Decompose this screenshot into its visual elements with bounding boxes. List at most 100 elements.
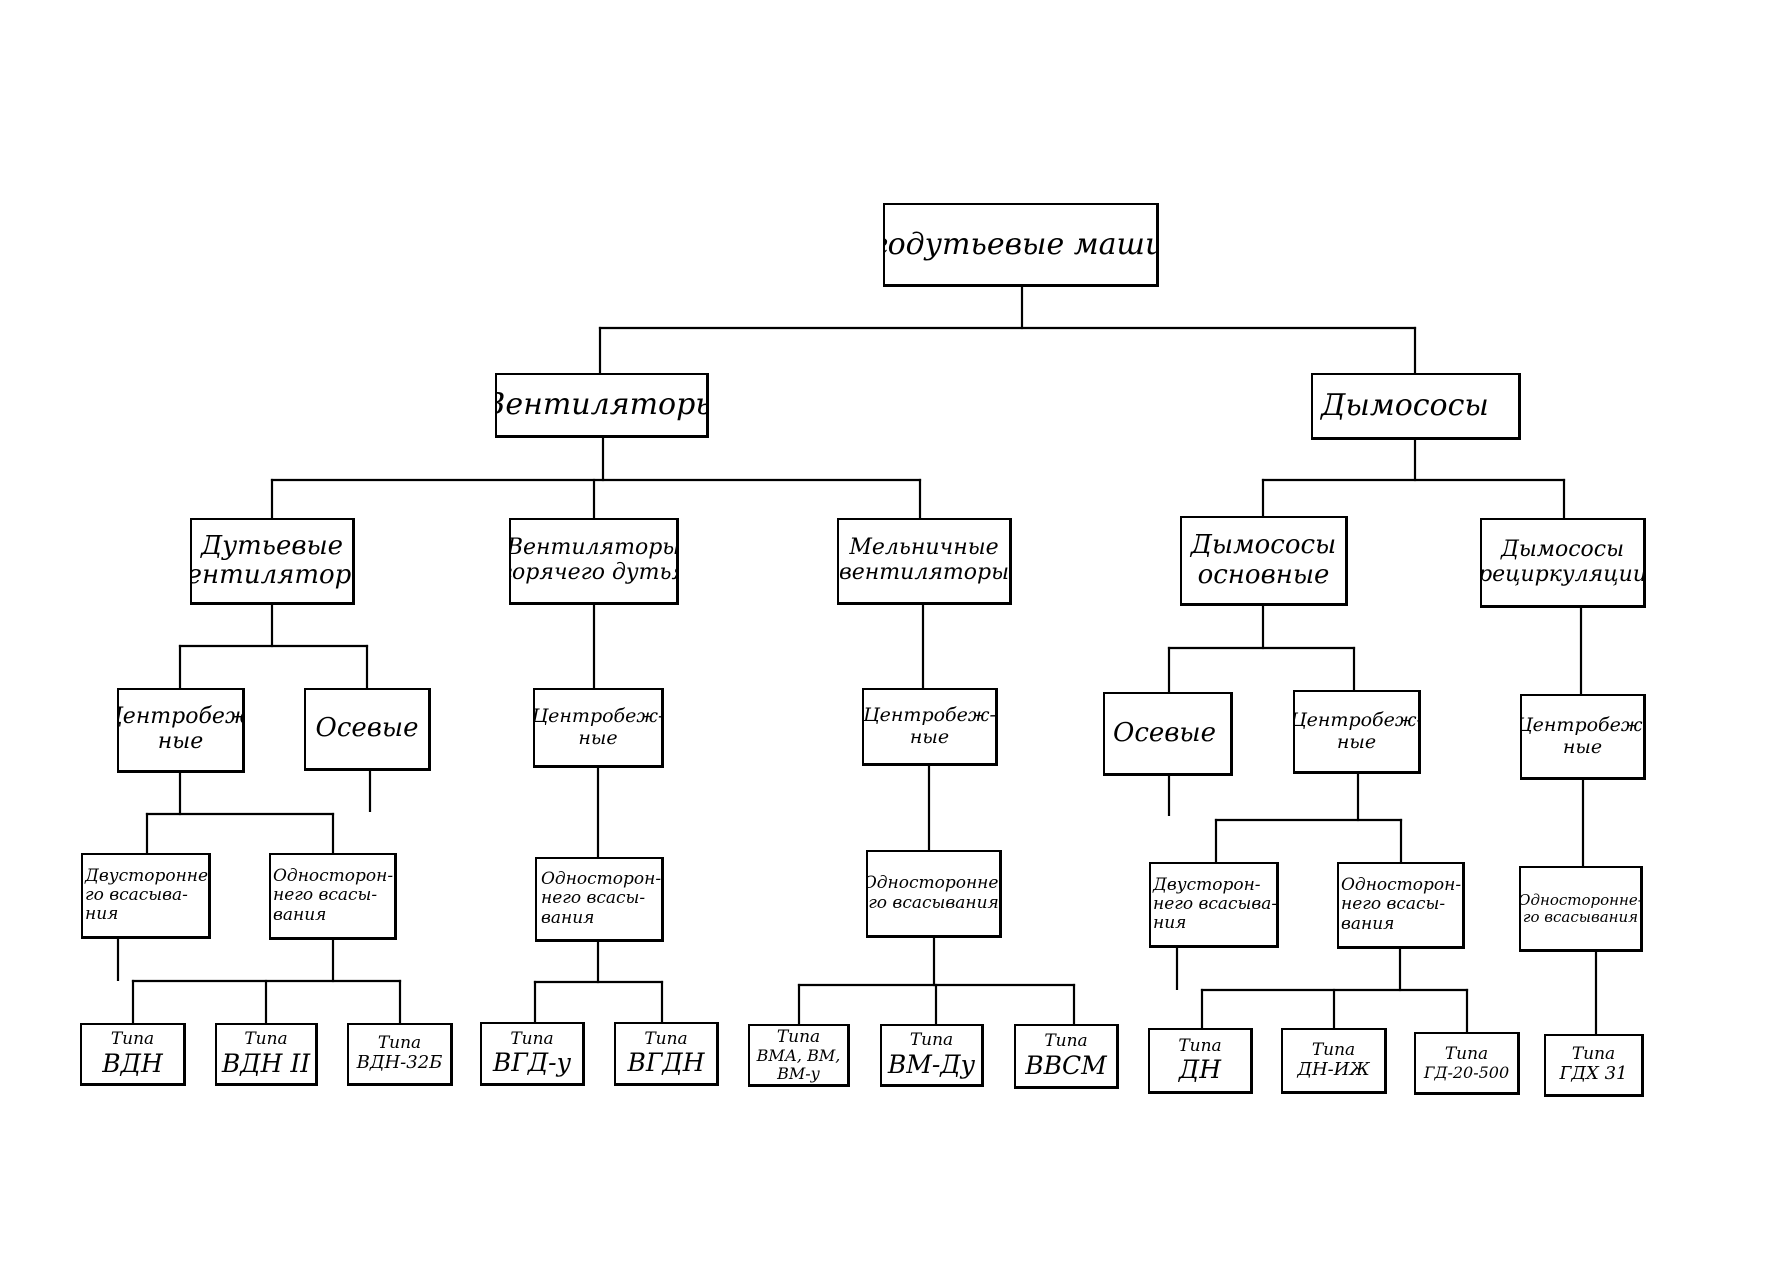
- node-mill-fans-line-2: вентиляторы: [838, 560, 1010, 585]
- node-main-double-line-2: него всасыва-: [1153, 893, 1278, 914]
- node-main-centrifugal: Центробеж- ные: [1293, 690, 1421, 774]
- node-recirc-exhausters-line-1: Дымососы: [1500, 536, 1625, 562]
- node-type-vdn32b-line-2: ВДН-32Б: [356, 1052, 443, 1074]
- node-type-vdn: Типа ВДН: [80, 1023, 186, 1086]
- node-blower-double: Двусторонне- го всасыва- ния: [81, 853, 211, 939]
- node-type-vma: Типа ВМА, ВМ, ВМ-у: [748, 1024, 850, 1087]
- node-type-vdn32b-line-1: Типа: [377, 1033, 422, 1054]
- node-main-single: Односторон- него всасы- вания: [1337, 862, 1465, 949]
- node-smoke-exhausters-line-1: Дымососы: [1321, 388, 1489, 424]
- node-smoke-exhausters: Дымососы: [1311, 373, 1521, 440]
- node-blower-single: Односторон- него всасы- вания: [269, 853, 397, 940]
- node-main-single-line-1: Односторон-: [1341, 875, 1462, 896]
- node-mill-single-line-1: Односторонне-: [866, 873, 1002, 894]
- node-type-vvsm: Типа ВВСМ: [1014, 1024, 1119, 1089]
- node-mill-centrifugal-line-2: ные: [909, 725, 950, 748]
- node-blower-centrifugal: Центробеж- ные: [117, 688, 245, 773]
- node-main-exhausters: Дымососы основные: [1180, 516, 1348, 606]
- node-main-axial-line-1: Осевые: [1113, 717, 1216, 748]
- node-type-vmdu-line-1: Типа: [909, 1030, 954, 1051]
- node-type-vgdn-line-1: Типа: [644, 1028, 688, 1049]
- node-type-vmdu: Типа ВМ-Ду: [880, 1024, 984, 1087]
- node-blower-single-line-2: него всасы-: [273, 885, 378, 906]
- node-type-vgdu-line-2: ВГД-у: [492, 1048, 572, 1078]
- node-blower-axial-line-1: Осевые: [315, 713, 419, 744]
- node-main-centrifugal-line-2: ные: [1336, 730, 1377, 753]
- node-blower-double-line-2: го всасыва-: [85, 884, 188, 905]
- node-blower-single-line-3: вания: [273, 904, 327, 925]
- node-blower-double-line-3: ния: [85, 904, 119, 925]
- node-main-double-line-3: ния: [1153, 913, 1187, 934]
- node-type-gd: Типа ГД-20-500: [1414, 1032, 1520, 1095]
- node-type-vdn2-line-1: Типа: [244, 1029, 288, 1050]
- node-type-vdn2: Типа ВДН II: [215, 1023, 318, 1086]
- node-recirc-exhausters: Дымососы рециркуляции: [1480, 518, 1646, 608]
- node-type-vgdu: Типа ВГД-у: [480, 1022, 585, 1086]
- node-recirc-centrifugal-line-1: Центробеж-: [1520, 714, 1646, 737]
- node-main-centrifugal-line-1: Центробеж-: [1293, 709, 1421, 732]
- node-type-dnizh-line-1: Типа: [1311, 1039, 1356, 1060]
- node-type-vdn-line-1: Типа: [110, 1029, 155, 1050]
- node-type-dnizh-line-2: ДН-ИЖ: [1297, 1058, 1370, 1080]
- node-recirc-single-line-1: Одностороннe-: [1519, 890, 1643, 909]
- node-type-gdh31-line-2: ГДХ 31: [1559, 1063, 1628, 1085]
- node-main-exhausters-line-1: Дымососы: [1190, 530, 1337, 561]
- node-recirc-single-line-2: го всасывания: [1522, 907, 1639, 926]
- node-blower-fans-line-2: вентиляторы: [192, 560, 352, 590]
- node-type-vma-line-2: ВМА, ВМ,: [756, 1045, 841, 1065]
- node-type-dnizh: Типа ДН-ИЖ: [1281, 1028, 1387, 1094]
- node-hot-single-line-2: него всасы-: [541, 888, 646, 909]
- node-recirc-centrifugal: Центробеж- ные: [1520, 694, 1646, 780]
- node-type-vvsm-line-1: Типа: [1044, 1031, 1088, 1052]
- node-recirc-exhausters-line-2: рециркуляции: [1480, 561, 1646, 587]
- node-hot-single-line-3: вания: [541, 907, 595, 928]
- node-type-vgdn-line-2: ВГДН: [627, 1048, 705, 1078]
- node-hot-single: Односторон- него всасы- вания: [535, 857, 664, 942]
- node-hot-blast-fans-line-1: Вентиляторы: [509, 535, 679, 561]
- node-ventilators-line-1: Вентиляторы: [495, 387, 709, 423]
- node-blower-axial: Осевые: [304, 688, 431, 771]
- node-recirc-single: Одностороннe- го всасывания: [1519, 866, 1643, 952]
- node-type-gd-line-2: ГД-20-500: [1423, 1062, 1510, 1082]
- node-type-vma-line-3: ВМ-у: [777, 1063, 820, 1083]
- node-main-double-line-1: Двусторон-: [1153, 874, 1261, 895]
- node-blower-centrifugal-line-2: ные: [157, 729, 204, 754]
- node-type-vma-line-1: Типа: [776, 1026, 821, 1047]
- node-blower-fans: Дутьевые вентиляторы: [190, 518, 355, 605]
- node-hot-single-line-1: Односторон-: [541, 869, 662, 890]
- node-mill-centrifugal: Центробеж- ные: [862, 688, 998, 766]
- node-mill-fans-line-1: Мельничные: [849, 535, 999, 561]
- connector-lines: [116, 285, 1598, 1036]
- node-type-vgdn: Типа ВГДН: [614, 1022, 719, 1086]
- node-type-vmdu-line-2: ВМ-Ду: [887, 1049, 976, 1079]
- node-type-gdh31-line-1: Типа: [1571, 1044, 1616, 1065]
- node-hot-blast-fans: Вентиляторы горячего дутья: [509, 518, 679, 605]
- node-mill-single: Односторонне- го всасывания: [866, 850, 1002, 938]
- node-mill-fans: Мельничные вентиляторы: [837, 518, 1012, 605]
- node-mill-centrifugal-line-1: Центробеж-: [863, 704, 996, 727]
- node-root: Тягодутьевые машины: [883, 203, 1159, 287]
- node-blower-single-line-1: Односторон-: [273, 866, 394, 887]
- node-type-vdn-line-2: ВДН: [102, 1048, 163, 1078]
- node-root-line-1: Тягодутьевые машины: [885, 226, 1156, 262]
- node-type-dn: Типа ДН: [1148, 1028, 1253, 1094]
- node-type-gd-line-1: Типа: [1444, 1043, 1489, 1064]
- node-blower-centrifugal-line-1: Центробеж-: [119, 704, 242, 730]
- node-main-exhausters-line-2: основные: [1197, 559, 1330, 590]
- node-type-dn-line-1: Типа: [1178, 1035, 1222, 1056]
- node-type-vdn32b: Типа ВДН-32Б: [347, 1023, 453, 1086]
- node-type-vvsm-line-2: ВВСМ: [1025, 1050, 1107, 1080]
- node-type-vgdu-line-1: Типа: [510, 1028, 554, 1049]
- node-mill-single-line-2: го всасывания: [868, 892, 999, 913]
- node-main-axial: Осевые: [1103, 692, 1233, 776]
- node-type-gdh31: Типа ГДХ 31: [1544, 1034, 1644, 1097]
- node-main-double: Двусторон- него всасыва- ния: [1149, 862, 1279, 948]
- node-type-vdn2-line-2: ВДН II: [221, 1048, 311, 1078]
- node-type-dn-line-2: ДН: [1178, 1055, 1222, 1085]
- node-hot-centrifugal-line-2: ные: [578, 726, 618, 749]
- node-ventilators: Вентиляторы: [495, 373, 709, 438]
- node-hot-centrifugal: Центробеж- ные: [533, 688, 664, 768]
- node-blower-double-line-1: Двусторонне-: [85, 865, 211, 886]
- node-blower-fans-line-1: Дутьевые: [200, 530, 344, 561]
